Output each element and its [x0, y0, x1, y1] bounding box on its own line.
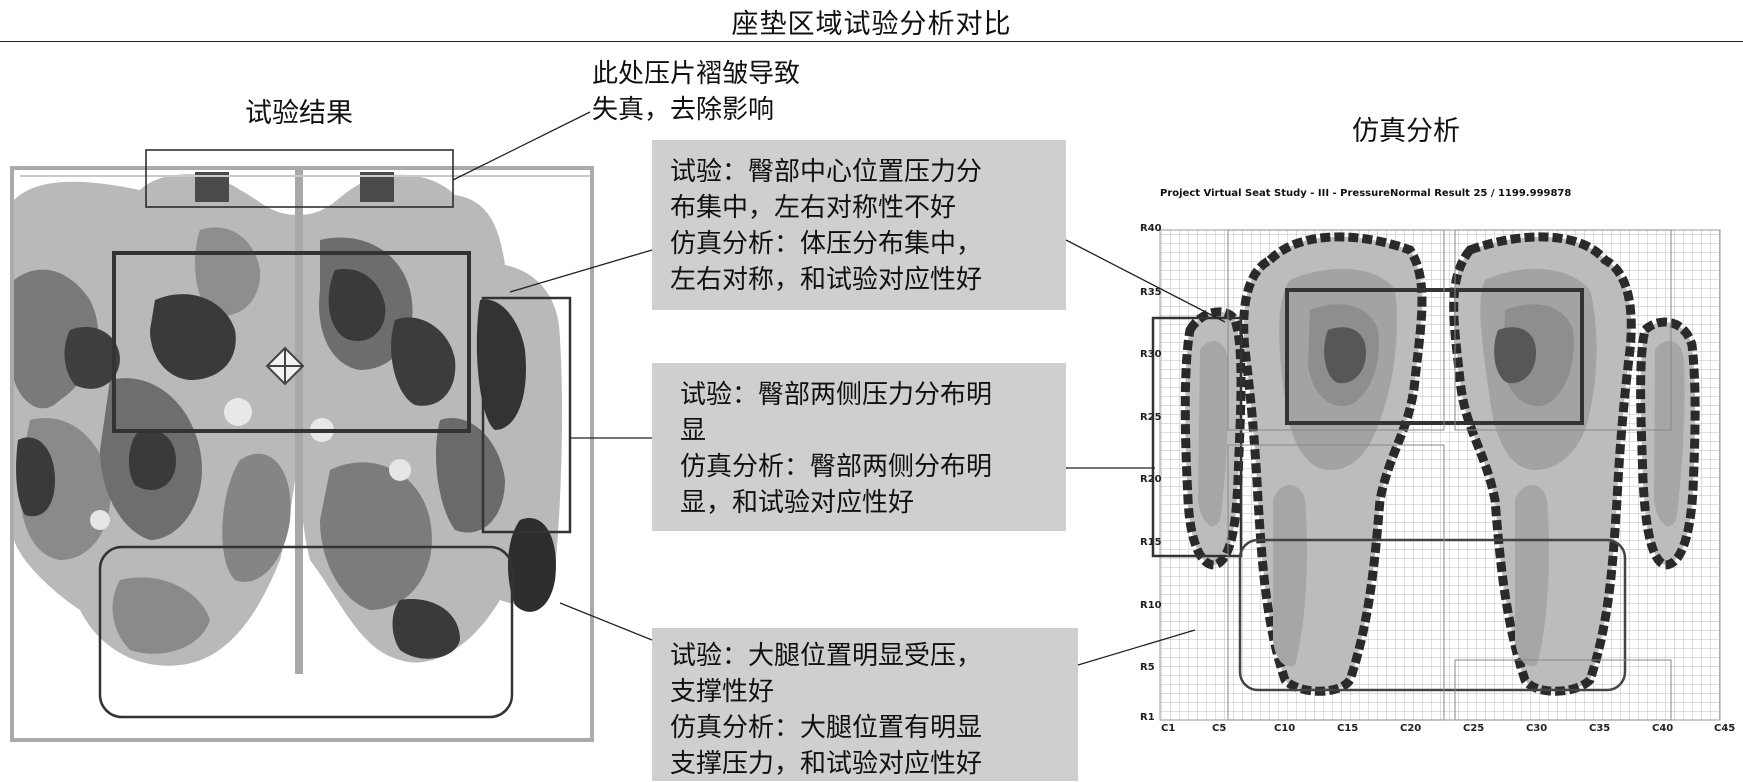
wrinkle-callout-line-2: 失真，去除影响: [592, 95, 775, 125]
box-line: 支撑压力，和试验对应性好: [670, 749, 983, 779]
box-line: 仿真分析：大腿位置有明显: [670, 713, 983, 743]
box-line: 显: [680, 416, 707, 446]
col-label: C45: [1714, 723, 1736, 734]
box-line: 试验：大腿位置明显受压，: [670, 641, 983, 671]
col-label: C10: [1274, 723, 1296, 734]
box-line: 仿真分析：臀部两侧分布明: [680, 452, 993, 482]
test-result-label: 试验结果: [245, 98, 353, 129]
box-line: 支撑性好: [670, 677, 775, 707]
col-label: C5: [1212, 723, 1227, 734]
box-line: 试验：臀部中心位置压力分: [670, 157, 983, 187]
row-label: R35: [1140, 287, 1162, 298]
row-label: R40: [1140, 223, 1162, 234]
wrinkle-callout-line-1: 此处压片褶皱导致: [592, 59, 801, 89]
col-label: C15: [1337, 723, 1359, 734]
row-label: R1: [1140, 712, 1155, 723]
figure-title: 座垫区域试验分析对比: [731, 9, 1012, 40]
wrinkle-callout: 此处压片褶皱导致 失真，去除影响: [592, 56, 800, 128]
comparison-box-thigh: 试验：大腿位置明显受压， 支撑性好 仿真分析：大腿位置有明显 支撑压力，和试验对…: [652, 628, 1078, 781]
box-line: 左右对称，和试验对应性好: [670, 265, 983, 295]
comparison-box-hip-sides: 试验：臀部两侧压力分布明 显 仿真分析：臀部两侧分布明 显，和试验对应性好: [652, 363, 1066, 531]
col-label: C35: [1589, 723, 1611, 734]
box-line: 显，和试验对应性好: [680, 488, 915, 518]
row-label: R25: [1140, 412, 1162, 423]
row-label: R20: [1140, 474, 1162, 485]
box-line: 试验：臀部两侧压力分布明: [680, 380, 993, 410]
row-label: R30: [1140, 349, 1162, 360]
comparison-box-hip-center: 试验：臀部中心位置压力分 布集中，左右对称性不好 仿真分析：体压分布集中， 左右…: [652, 140, 1066, 310]
simulation-label: 仿真分析: [1352, 116, 1460, 147]
leader-lines-right: [1065, 239, 1226, 666]
title-rule: [0, 41, 1743, 42]
sim-plot-title: Project Virtual Seat Study - III - Press…: [1160, 188, 1572, 199]
row-label: R5: [1140, 662, 1155, 673]
col-label: C1: [1161, 723, 1176, 734]
row-label: R10: [1140, 600, 1162, 611]
col-label: C20: [1400, 723, 1422, 734]
col-label: C30: [1526, 723, 1548, 734]
box-line: 布集中，左右对称性不好: [670, 193, 957, 223]
leader-lines-left: [452, 111, 653, 641]
row-label: R15: [1140, 537, 1162, 548]
box-line: 仿真分析：体压分布集中，: [670, 229, 983, 259]
simulation-pressure-plot: [1151, 229, 1721, 721]
col-label: C40: [1652, 723, 1674, 734]
test-pressure-map: [10, 149, 594, 742]
col-label: C25: [1463, 723, 1485, 734]
